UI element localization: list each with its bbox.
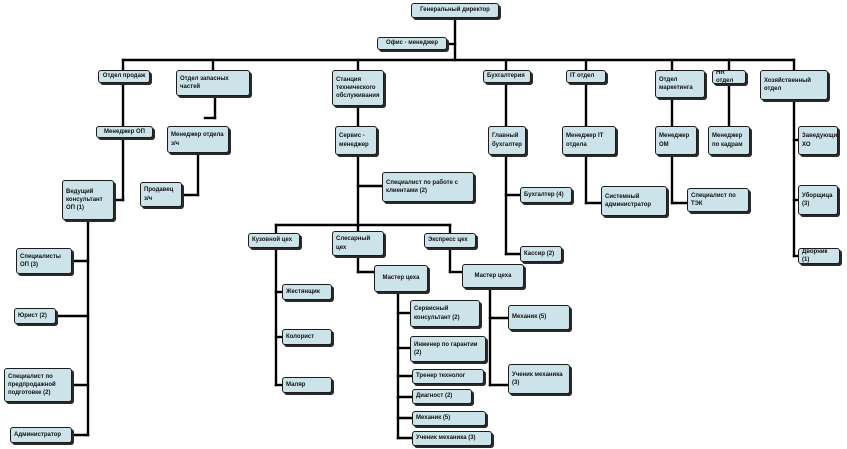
node-label: Бухгалтер (4): [524, 191, 564, 198]
node-label: Кассир (2): [524, 250, 555, 257]
node-lawyer: Юрист (2): [14, 308, 56, 324]
node-service-manager: Сервис - менеджер: [335, 126, 377, 155]
node-label: Генеральный директор: [420, 7, 490, 14]
node-service-consultant: Сервисный консультант (2): [410, 300, 480, 327]
node-label: Специалист по ТЭК: [691, 192, 736, 207]
node-label: Администратор: [14, 431, 62, 438]
node-colorist: Колорист: [282, 329, 332, 345]
node-parts-seller: Продавец з/ч: [140, 182, 182, 207]
node-client-specialist: Специалист по работе с клиентами (2): [382, 172, 474, 202]
node-marketing-dept: Отдел маркетинга: [655, 70, 705, 98]
node-label: Отдел запасных частей: [180, 75, 229, 90]
node-label: Менеджер по кадрам: [712, 133, 743, 148]
node-sales-lead-consultant: Ведущий консультант ОП (1): [62, 180, 114, 220]
node-label: Кузовной цех: [252, 237, 293, 244]
node-it-dept: IT отдел: [566, 70, 606, 83]
node-hr-dept: HR отдел: [712, 70, 746, 84]
node-tinsmith: Жестянщик: [282, 284, 332, 300]
node-label: Менеджер IT отдела: [566, 133, 604, 148]
node-label: Специалист по предпродажной подготовке (…: [8, 373, 56, 397]
node-service-station: Станция технического обслуживания: [332, 70, 384, 106]
node-it-manager: Менеджер IT отдела: [562, 126, 616, 155]
node-label: Ведущий консультант ОП (1): [66, 188, 103, 212]
node-repair-shop: Слесарный цех: [332, 231, 384, 256]
node-marketing-manager: Менеджер ОМ: [655, 126, 697, 155]
node-label: Отдел продаж: [102, 73, 146, 80]
node-admin-dept: Хозяйственный отдел: [760, 70, 828, 100]
node-parts-dept: Отдел запасных частей: [176, 70, 250, 96]
node-label: Сервисный консультант (2): [414, 306, 460, 321]
node-label: Мастер цеха: [382, 275, 420, 282]
node-diagnostician: Диагност (2): [412, 389, 472, 404]
node-parts-manager: Менеджер отдела з/ч: [167, 126, 229, 153]
node-label: Диагност (2): [416, 393, 453, 400]
node-label: Станция технического обслуживания: [336, 76, 380, 100]
node-label: Сервис - менеджер: [339, 133, 369, 148]
node-warranty-engineer: Инженер по гарантии (2): [410, 336, 486, 362]
node-label: Ученик механика (3): [416, 435, 476, 442]
node-label: Дворник (1): [802, 248, 828, 263]
node-express-mechanic: Механик (5): [508, 305, 570, 330]
node-marketing-specialist: Специалист по ТЭК: [687, 188, 749, 212]
node-painter: Маляр: [282, 377, 332, 393]
node-sysadmin: Системный администратор: [601, 186, 667, 216]
node-chief-accountant: Главный бухгалтер: [488, 126, 526, 155]
node-label: Маляр: [286, 381, 306, 388]
node-sales-manager: Менеджер ОП: [96, 126, 153, 138]
node-label: Хозяйственный отдел: [764, 77, 811, 92]
node-label: Заведующий ХО: [802, 133, 838, 148]
node-label: Менеджер ОП: [104, 128, 145, 135]
node-label: Инженер по гарантии (2): [414, 341, 478, 356]
node-label: Специалист по работе с клиентами (2): [386, 179, 458, 194]
node-label: Отдел маркетинга: [659, 76, 693, 91]
node-body-shop: Кузовной цех: [248, 233, 300, 248]
node-sales-dept: Отдел продаж: [98, 70, 150, 83]
node-label: Механик (5): [416, 415, 451, 422]
node-supply-head: Заведующий ХО: [798, 126, 838, 155]
node-label: Слесарный цех: [336, 236, 371, 251]
node-accounting: Бухгалтерия: [483, 70, 531, 83]
node-general-director: Генеральный директор: [411, 3, 499, 18]
node-trainer-technologist: Тренер технолог: [412, 369, 484, 384]
node-sales-specialists: Специалисты ОП (3): [16, 248, 72, 274]
node-accountant: Бухгалтер (4): [520, 187, 572, 203]
node-label: Бухгалтерия: [487, 73, 525, 80]
node-cashier: Кассир (2): [520, 246, 562, 262]
node-janitor: Дворник (1): [798, 248, 840, 264]
node-express-apprentice: Ученик механика (3): [508, 364, 570, 394]
node-repair-shop-master: Мастер цеха: [374, 265, 428, 292]
node-label: Специалисты ОП (3): [20, 253, 61, 268]
node-label: Менеджер отдела з/ч: [171, 132, 224, 147]
node-label: Менеджер ОМ: [659, 133, 690, 148]
node-label: Жестянщик: [286, 288, 320, 295]
node-label: Юрист (2): [18, 312, 47, 319]
node-hr-manager: Менеджер по кадрам: [708, 126, 750, 155]
node-label: Тренер технолог: [416, 373, 466, 380]
node-label: IT отдел: [570, 73, 595, 80]
node-label: Ученик механика (3): [512, 371, 563, 386]
node-repair-mechanic: Механик (5): [412, 411, 486, 426]
node-label: Продавец з/ч: [144, 187, 174, 202]
node-office-manager: Офис - менеджер: [377, 37, 447, 50]
node-label: Механик (5): [512, 314, 547, 321]
node-label: Системный администратор: [605, 193, 652, 208]
node-label: Экспресс цех: [428, 237, 468, 244]
node-label: Колорист: [286, 333, 315, 340]
node-administrator: Администратор: [10, 427, 72, 443]
node-label: HR отдел: [716, 70, 734, 84]
node-label: Главный бухгалтер: [492, 133, 522, 148]
node-label: Уборщица (3): [802, 192, 833, 207]
node-presale-specialist: Специалист по предпродажной подготовке (…: [4, 368, 72, 402]
node-label: Мастер цеха: [474, 272, 512, 279]
node-express-shop: Экспресс цех: [424, 233, 476, 248]
node-cleaner: Уборщица (3): [798, 185, 838, 215]
node-express-shop-master: Мастер цеха: [462, 264, 524, 288]
node-repair-apprentice: Ученик механика (3): [412, 431, 492, 446]
node-label: Офис - менеджер: [386, 40, 438, 47]
